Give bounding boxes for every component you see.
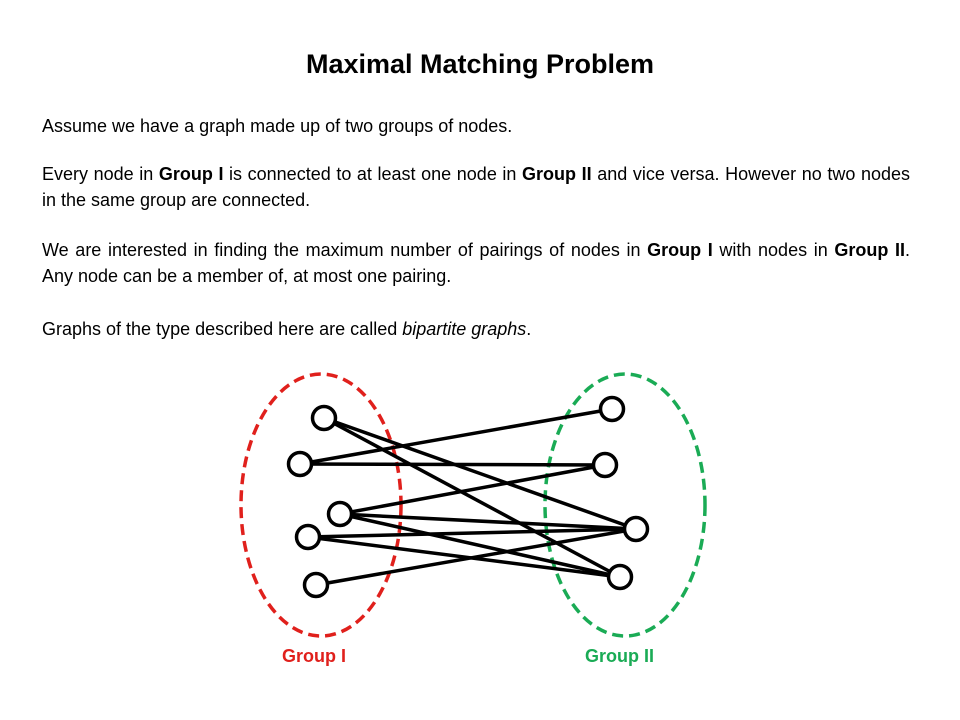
connectivity-text-1: Every node in [42, 164, 159, 184]
group1-ellipse [239, 372, 403, 638]
edge-d-h [307, 527, 637, 539]
bipartite-term: bipartite graphs [402, 319, 527, 339]
edge-a-i [323, 416, 621, 579]
group1-node-a [310, 404, 338, 432]
edge-c-i [339, 512, 621, 579]
group1-ref: Group I [158, 164, 224, 184]
group1-node-b [286, 450, 314, 478]
group2-ref: Group II [522, 164, 592, 184]
edge-c-g [339, 463, 606, 516]
group1-ref: Group I [647, 240, 713, 260]
connectivity-text-3: and vice versa. However no two nodes in … [42, 164, 910, 210]
edge-e-h [315, 527, 637, 587]
definition-text-2: . [526, 319, 532, 339]
group2-node-h [622, 515, 650, 543]
edge-d-i [307, 535, 621, 579]
group2-ellipse [543, 372, 707, 638]
group2-node-i [606, 563, 634, 591]
group2-ref: Group II [834, 240, 905, 260]
group1-label: Group I [282, 646, 346, 666]
edge-b-g [299, 462, 606, 467]
objective-text-2: with nodes in [712, 240, 835, 260]
page-title: Maximal Matching Problem [305, 49, 655, 79]
definition-text-1: Graphs of the type described here are ca… [42, 319, 403, 339]
nodes-layer [286, 395, 650, 599]
definition-paragraph: Graphs of the type described here are ca… [42, 316, 910, 342]
connectivity-text-2: is connected to at least one node in [223, 164, 523, 184]
group1-node-d [294, 523, 322, 551]
intro-paragraph: Assume we have a graph made up of two gr… [42, 116, 513, 136]
group2-node-f [598, 395, 626, 423]
group1-node-e [302, 571, 330, 599]
edge-b-f [299, 407, 613, 466]
edge-c-h [339, 512, 637, 531]
group1-node-c [326, 500, 354, 528]
edge-a-h [323, 416, 637, 531]
objective-text-3: . Any node can be a member of, at most o… [42, 240, 910, 286]
group2-label: Group II [585, 646, 654, 666]
connectivity-paragraph: Every node in Group I is connected to at… [42, 161, 910, 213]
objective-paragraph: We are interested in finding the maximum… [42, 237, 910, 289]
group2-node-g [591, 451, 619, 479]
edges-layer [299, 407, 637, 587]
objective-text-1: We are interested in finding the maximum… [42, 240, 648, 260]
